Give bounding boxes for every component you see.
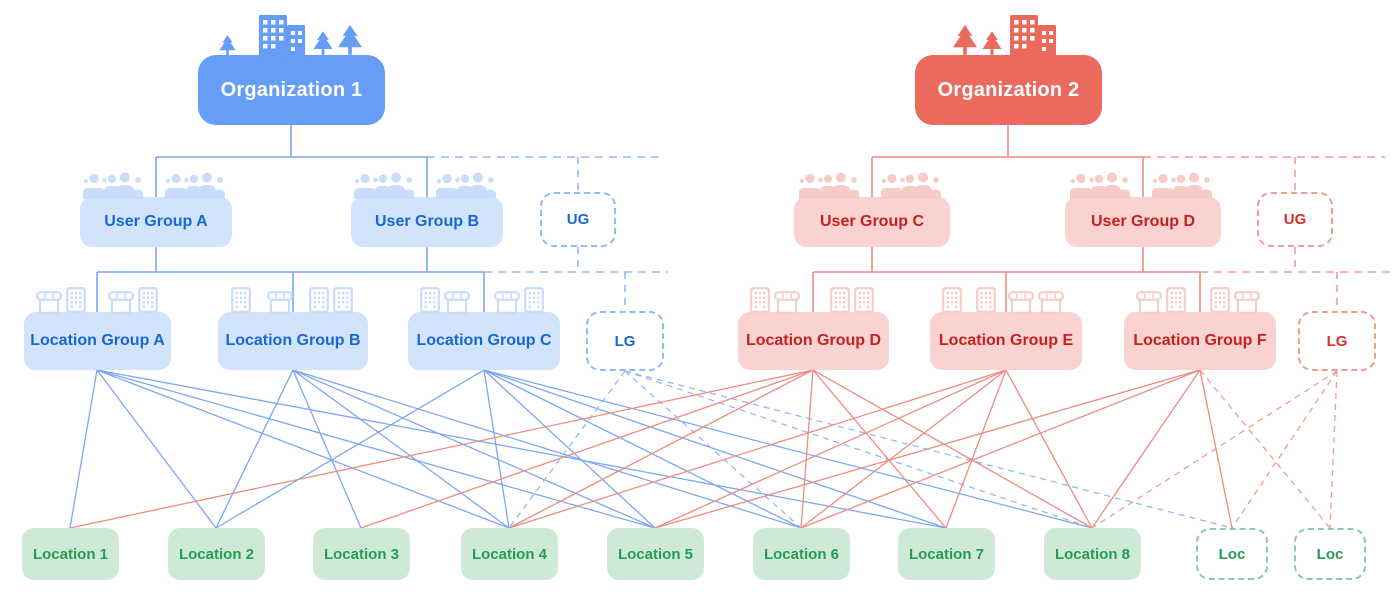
location-group-ghost-blue-node: LG <box>586 311 664 371</box>
location-5-label: Location 5 <box>617 545 693 563</box>
location-group-ghost-red-node: LG <box>1298 311 1376 371</box>
location-6-node: Location 6 <box>753 528 850 580</box>
location-4-label: Location 4 <box>471 545 547 563</box>
user-group-b-node: User Group B <box>351 172 503 247</box>
location-group-b-label: Location Group B <box>225 332 361 349</box>
user-group-a-node: User Group A <box>80 172 232 247</box>
location-group-c-node: Location Group C <box>408 287 560 370</box>
location-group-d-label: Location Group D <box>745 332 882 349</box>
user-group-a-label: User Group A <box>104 213 208 230</box>
location-3-node: Location 3 <box>313 528 410 580</box>
location-8-label: Location 8 <box>1054 545 1130 563</box>
user-group-ghost-red-label: UG <box>1283 211 1307 228</box>
location-group-f-label: Location Group F <box>1133 332 1267 349</box>
user-group-d-node: User Group D <box>1065 172 1221 247</box>
location-group-ghost-blue-label: LG <box>614 332 636 350</box>
user-group-c-node: User Group C <box>794 172 950 247</box>
location-group-e-label: Location Group E <box>938 332 1074 349</box>
user-group-ghost-blue-node: UG <box>540 192 616 247</box>
location-1-node: Location 1 <box>22 528 119 580</box>
user-group-d-label: User Group D <box>1090 213 1195 230</box>
location-5-node: Location 5 <box>607 528 704 580</box>
location-7-label: Location 7 <box>908 545 984 563</box>
location-2-label: Location 2 <box>178 545 254 563</box>
location-6-label: Location 6 <box>763 545 839 563</box>
location-ghost-2-label: Loc <box>1316 545 1344 563</box>
location-group-b-node: Location Group B <box>218 287 368 370</box>
location-ghost-1-node: Loc <box>1196 528 1268 580</box>
location-group-f-node: Location Group F <box>1124 287 1276 370</box>
location-4-node: Location 4 <box>461 528 558 580</box>
organization-2-label: Organization 2 <box>937 78 1080 101</box>
location-7-node: Location 7 <box>898 528 995 580</box>
location-group-e-node: Location Group E <box>930 287 1082 370</box>
location-3-label: Location 3 <box>323 545 399 563</box>
organization-1-node: Organization 1 <box>198 15 385 125</box>
location-group-a-label: Location Group A <box>30 332 165 349</box>
user-group-ghost-red-node: UG <box>1257 192 1333 247</box>
user-group-b-label: User Group B <box>374 213 479 230</box>
user-group-ghost-blue-label: UG <box>566 211 590 228</box>
location-group-a-node: Location Group A <box>24 287 171 370</box>
location-1-label: Location 1 <box>32 545 108 563</box>
location-2-node: Location 2 <box>168 528 265 580</box>
user-group-c-label: User Group C <box>819 213 924 230</box>
location-group-c-label: Location Group C <box>416 332 552 349</box>
location-ghost-1-label: Loc <box>1218 545 1246 563</box>
location-8-node: Location 8 <box>1044 528 1141 580</box>
location-ghost-2-node: Loc <box>1294 528 1366 580</box>
location-group-d-node: Location Group D <box>738 287 889 370</box>
location-group-ghost-red-label: LG <box>1326 332 1348 350</box>
organization-2-node: Organization 2 <box>915 15 1102 125</box>
organization-1-label: Organization 1 <box>220 78 363 101</box>
